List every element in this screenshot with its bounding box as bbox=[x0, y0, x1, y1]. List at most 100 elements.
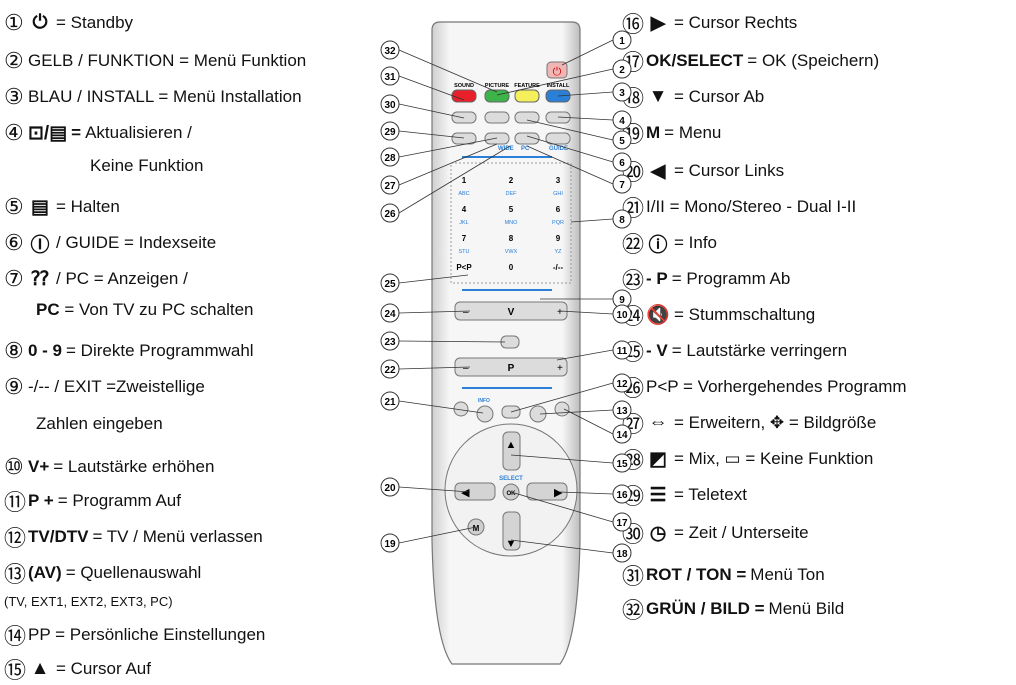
legend-symbol-icon: ▼ bbox=[648, 86, 668, 107]
color-label-1: PICTURE bbox=[485, 83, 509, 89]
legend-text: -/-- / EXIT =Zweistellige bbox=[28, 377, 205, 396]
callout-line bbox=[398, 526, 477, 544]
legend-number: ⑫ bbox=[4, 526, 27, 551]
callout-line bbox=[398, 274, 469, 284]
key-letters: DEF bbox=[506, 191, 518, 197]
legend-number: ㉒ bbox=[622, 232, 645, 257]
key-letters: MNO bbox=[505, 220, 519, 226]
legend-entry-13: ⑬(AV)= Quellenauswahl bbox=[4, 558, 201, 588]
callout-line bbox=[510, 454, 614, 464]
color-label-0: SOUND bbox=[454, 83, 474, 89]
program-minus: – bbox=[463, 363, 469, 374]
legend-number: ⑦ bbox=[4, 266, 24, 291]
key-0: 0 bbox=[509, 263, 514, 272]
key-5: 5 bbox=[509, 205, 514, 214]
callout-line bbox=[539, 409, 614, 415]
callout-circle bbox=[612, 82, 632, 102]
legend-symbol-icon: 🔇 bbox=[646, 305, 670, 326]
wide-label: WIDE bbox=[498, 146, 514, 152]
cursor-up-button bbox=[502, 431, 521, 471]
program-rocker bbox=[454, 357, 568, 377]
cursor-up-icon: ▲ bbox=[506, 439, 517, 451]
callout-line bbox=[570, 218, 614, 223]
callout-30: 30 bbox=[384, 100, 396, 111]
callout-22: 22 bbox=[384, 365, 396, 376]
callout-line bbox=[510, 491, 614, 523]
callout-21: 21 bbox=[384, 397, 396, 408]
legend-entry-16: ⑯▶= Cursor Rechts bbox=[622, 8, 797, 38]
legend-text: = Cursor Rechts bbox=[674, 13, 798, 32]
key--/--: -/-- bbox=[553, 263, 564, 272]
callout-12: 12 bbox=[616, 379, 628, 390]
legend-number: ⑨ bbox=[4, 374, 24, 399]
callout-circle bbox=[612, 59, 632, 79]
legend-text: = Teletext bbox=[674, 485, 747, 504]
legend-text: = Menu bbox=[664, 123, 722, 142]
color-label-2: FEATURE bbox=[514, 83, 540, 89]
callout-circle bbox=[612, 209, 632, 229]
legend-text: = Cursor Ab bbox=[674, 87, 765, 106]
callout-circle bbox=[612, 424, 632, 444]
volume-label: V bbox=[508, 307, 515, 318]
cursor-right-icon: ▶ bbox=[554, 487, 563, 499]
legend-key: GRÜN / BILD = bbox=[646, 599, 765, 618]
legend-text: = Direkte Programmwahl bbox=[66, 341, 254, 360]
callout-line bbox=[510, 382, 614, 413]
pp-button bbox=[554, 401, 570, 417]
key-letters: STU bbox=[459, 249, 470, 255]
callout-line bbox=[561, 39, 614, 66]
callout-16: 16 bbox=[616, 490, 628, 501]
callout-numbers: 3231302928272625242322212019123456789101… bbox=[380, 30, 632, 563]
callout-18: 18 bbox=[616, 549, 628, 560]
callout-circle bbox=[612, 373, 632, 393]
callout-circle bbox=[612, 484, 632, 504]
key-letters: VWX bbox=[505, 249, 518, 255]
callout-circle bbox=[380, 273, 400, 293]
legend-key: = bbox=[71, 123, 82, 142]
callout-circle bbox=[380, 359, 400, 379]
callout-circle bbox=[380, 477, 400, 497]
key-9: 9 bbox=[556, 234, 561, 243]
callout-10: 10 bbox=[616, 310, 628, 321]
callout-3: 3 bbox=[619, 88, 625, 99]
key-letters: ABC bbox=[458, 191, 469, 197]
legend-number: ㉛ bbox=[622, 564, 645, 589]
callout-27: 27 bbox=[384, 181, 396, 192]
legend-key: P + bbox=[28, 491, 54, 510]
callout-25: 25 bbox=[384, 279, 396, 290]
callout-circle bbox=[612, 453, 632, 473]
key-letters: YZ bbox=[554, 249, 562, 255]
callout-9: 9 bbox=[619, 295, 625, 306]
callout-circle bbox=[380, 147, 400, 167]
legend-continuation: (TV, EXT1, EXT2, EXT3, PC) bbox=[4, 594, 173, 609]
keypad-area bbox=[450, 162, 572, 284]
callout-circle bbox=[380, 66, 400, 86]
callout-circle bbox=[380, 121, 400, 141]
legend-key: TV/DTV bbox=[28, 527, 89, 546]
callout-line bbox=[557, 91, 614, 97]
callout-line bbox=[398, 103, 465, 119]
callout-circle bbox=[380, 533, 400, 553]
legend-entry-9: ⑨-/-- / EXIT =Zweistellige bbox=[4, 372, 205, 402]
callout-line bbox=[398, 486, 471, 493]
legend-key: ROT / TON = bbox=[646, 565, 747, 584]
legend-symbol-icon: ◩ bbox=[649, 448, 667, 470]
legend-number: ① bbox=[4, 10, 24, 35]
legend-text: = Programm Auf bbox=[57, 491, 181, 510]
callout-circle bbox=[380, 203, 400, 223]
callout-32: 32 bbox=[384, 46, 396, 57]
legend-entry-7: ⑦⁇/ PC = Anzeigen / bbox=[4, 264, 188, 294]
callout-1: 1 bbox=[619, 36, 625, 47]
legend-text: = OK (Speichern) bbox=[747, 51, 880, 70]
callout-8: 8 bbox=[619, 215, 625, 226]
legend-number: ⑭ bbox=[4, 624, 27, 649]
legend-text: = Programm Ab bbox=[671, 269, 791, 288]
callout-24: 24 bbox=[384, 309, 396, 320]
volume-minus: – bbox=[463, 307, 469, 318]
